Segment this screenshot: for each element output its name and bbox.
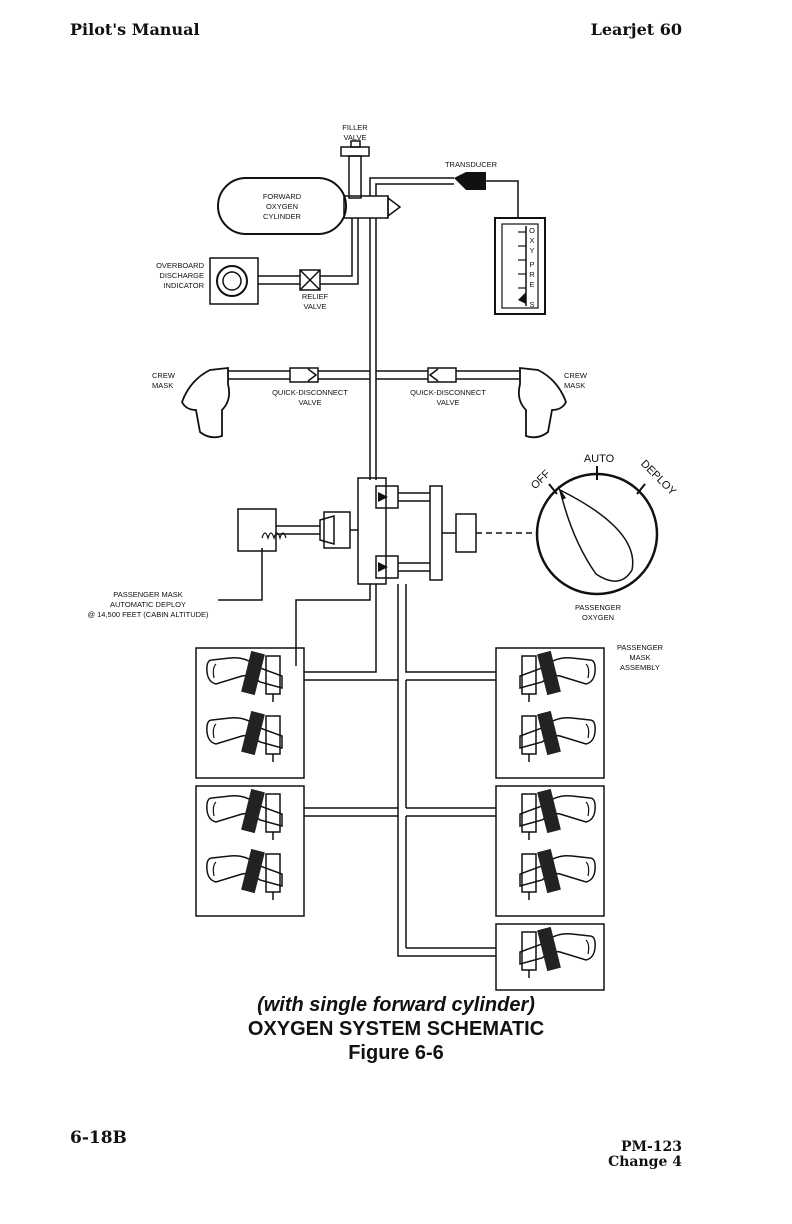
crew-mask-right-label-2: MASK — [564, 381, 585, 390]
gauge-letter-o: O — [529, 226, 535, 235]
mask-assembly-label-2: MASK — [629, 653, 650, 662]
knob-off-label: OFF — [529, 468, 553, 492]
passenger-oxygen-label-1: PASSENGER — [575, 603, 622, 612]
relief-valve — [299, 269, 321, 291]
gauge-letter-p: P — [529, 260, 534, 269]
passenger-mask-assembly-left-1 — [195, 647, 305, 779]
relief-valve-label-1: RELIEF — [302, 292, 329, 301]
auto-deploy-label-2: AUTOMATIC DEPLOY — [110, 600, 186, 609]
qd-left-label-1: QUICK-DISCONNECT — [272, 388, 348, 397]
forward-oxygen-cylinder — [217, 177, 347, 235]
filler-valve-label-1: FILLER — [342, 123, 368, 132]
cylinder-valve-body — [343, 195, 389, 219]
knob-deploy-label: DEPLOY — [638, 458, 679, 499]
transducer — [454, 172, 486, 190]
cylinder-label-2: OXYGEN — [266, 202, 298, 211]
relief-valve-label-2: VALVE — [303, 302, 326, 311]
passenger-oxygen-control-valve — [357, 477, 477, 585]
figure-subtitle: (with single forward cylinder) — [257, 994, 535, 1016]
gauge-letter-e: E — [529, 280, 534, 289]
mask-assembly-label-3: ASSEMBLY — [620, 663, 660, 672]
overboard-label-3: INDICATOR — [163, 281, 204, 290]
figure-number: Figure 6-6 — [348, 1042, 444, 1064]
gauge-letter-y: Y — [529, 246, 534, 255]
passenger-distribution-lines — [295, 584, 496, 957]
passenger-mask-assembly-right-3 — [495, 923, 605, 991]
filler-valve — [340, 140, 370, 199]
header-manual-title: Pilot's Manual — [70, 20, 200, 39]
cylinder-label-1: FORWARD — [263, 192, 302, 201]
knob-auto-label: AUTO — [584, 453, 615, 465]
oxy-pressure-gauge — [494, 217, 546, 315]
crew-mask-right-label-1: CREW — [564, 371, 588, 380]
auto-deploy-label-1: PASSENGER MASK — [113, 590, 182, 599]
transducer-label: TRANSDUCER — [445, 160, 498, 169]
passenger-oxygen-label-2: OXYGEN — [582, 613, 614, 622]
passenger-mask-assembly-right-1 — [495, 647, 605, 779]
filler-valve-label-2: VALVE — [343, 133, 366, 142]
figure-title: OXYGEN SYSTEM SCHEMATIC — [247, 1018, 545, 1040]
mask-assembly-label-1: PASSENGER — [617, 643, 664, 652]
page-number: 6-18B — [70, 1128, 127, 1148]
change-number: Change 4 — [608, 1154, 682, 1171]
gauge-letter-r: R — [529, 270, 535, 279]
crew-mask-left-label-2: MASK — [152, 381, 173, 390]
overboard-label-1: OVERBOARD — [156, 261, 205, 270]
passenger-mask-assembly-left-2 — [195, 785, 305, 917]
qd-right-label-1: QUICK-DISCONNECT — [410, 388, 486, 397]
qd-left-label-2: VALVE — [298, 398, 321, 407]
auto-deploy-label-3: @ 14,500 FEET (CABIN ALTITUDE) — [87, 610, 209, 619]
gauge-letter-x: X — [529, 236, 534, 245]
header-aircraft: Learjet 60 — [590, 20, 682, 39]
crew-mask-right — [517, 366, 567, 439]
passenger-mask-assembly-right-2 — [495, 785, 605, 917]
quick-disconnect-valve-left — [289, 367, 319, 383]
document-id: PM-123 — [620, 1139, 682, 1155]
cylinder-label-3: CYLINDER — [263, 212, 302, 221]
auto-deploy-actuator — [237, 508, 358, 552]
gauge-letter-s: S — [529, 300, 534, 309]
document-revision: PM-123 Change 4 — [608, 1139, 682, 1171]
cylinder-outlet-cone — [387, 196, 402, 218]
qd-right-label-2: VALVE — [436, 398, 459, 407]
crew-mask-left-label-1: CREW — [152, 371, 176, 380]
overboard-label-2: DISCHARGE — [159, 271, 204, 280]
passenger-oxygen-selector-knob — [535, 466, 659, 596]
crew-mask-left — [181, 366, 231, 439]
overboard-discharge-indicator — [209, 257, 259, 305]
quick-disconnect-valve-right — [427, 367, 457, 383]
